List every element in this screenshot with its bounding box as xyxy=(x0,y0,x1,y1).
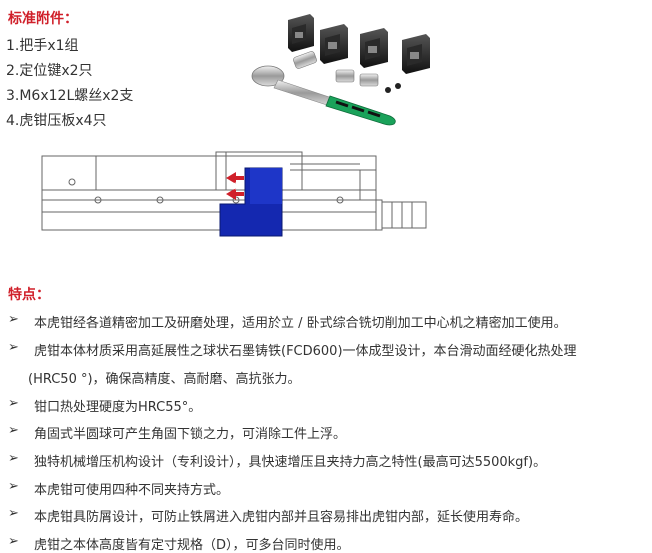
feature-text: 钳口热处理硬度为HRC55°。 xyxy=(34,400,202,415)
feature-text: 虎钳之本体高度皆有定寸规格（D），可多台同时使用。 xyxy=(34,538,350,553)
bullet-arrow-icon: ➢ xyxy=(8,506,19,521)
vise-drawing xyxy=(40,150,432,238)
feature-text: 本虎钳经各道精密加工及研磨处理，适用於立 / 卧式综合铣切削加工中心机之精密加工… xyxy=(34,316,567,331)
bullet-arrow-icon: ➢ xyxy=(8,312,19,327)
clamp-plate-icon xyxy=(360,28,388,68)
screw-icon xyxy=(385,83,401,93)
clamp-plate-icon xyxy=(320,24,348,64)
accessories-image xyxy=(240,6,450,126)
feature-text: 角固式半圆球可产生角固下锁之力，可消除工件上浮。 xyxy=(34,427,347,442)
accessory-item: 4.虎钳压板x4只 xyxy=(6,113,107,129)
bullet-arrow-icon: ➢ xyxy=(8,534,19,549)
bullet-arrow-icon: ➢ xyxy=(8,423,19,438)
bullet-arrow-icon: ➢ xyxy=(8,340,19,355)
features-title: 特点： xyxy=(8,287,50,303)
clamp-force-arrow-icon xyxy=(226,172,244,200)
bullet-arrow-icon: ➢ xyxy=(8,479,19,494)
feature-text: 虎钳本体材质采用高延展性之球状石墨铸铁(FCD600)一体成型设计，本台滑动面经… xyxy=(34,344,577,359)
accessory-item: 3.M6x12L螺丝x2支 xyxy=(6,88,134,104)
feature-text-continued: (HRC50 °)，确保高精度、高耐磨、高抗张力。 xyxy=(28,372,301,387)
socket-icon xyxy=(293,51,317,69)
feature-text: 独特机械增压机构设计（专利设计），具快速增压且夹持力高之特性(最高可达5500k… xyxy=(34,455,547,470)
accessory-item: 2.定位键x2只 xyxy=(6,63,93,79)
accessories-title: 标准附件： xyxy=(8,11,78,27)
locating-key-icon xyxy=(335,69,379,87)
clamp-plate-icon xyxy=(288,14,314,52)
clamp-plate-icon xyxy=(402,34,430,74)
feature-text: 本虎钳可使用四种不同夹持方式。 xyxy=(34,483,230,498)
accessory-item: 1.把手x1组 xyxy=(6,38,79,54)
bullet-arrow-icon: ➢ xyxy=(8,451,19,466)
ratchet-handle-icon xyxy=(251,65,396,126)
feature-text: 本虎钳具防屑设计，可防止铁屑进入虎钳内部并且容易排出虎钳内部，延长使用寿命。 xyxy=(34,510,529,525)
bullet-arrow-icon: ➢ xyxy=(8,396,19,411)
